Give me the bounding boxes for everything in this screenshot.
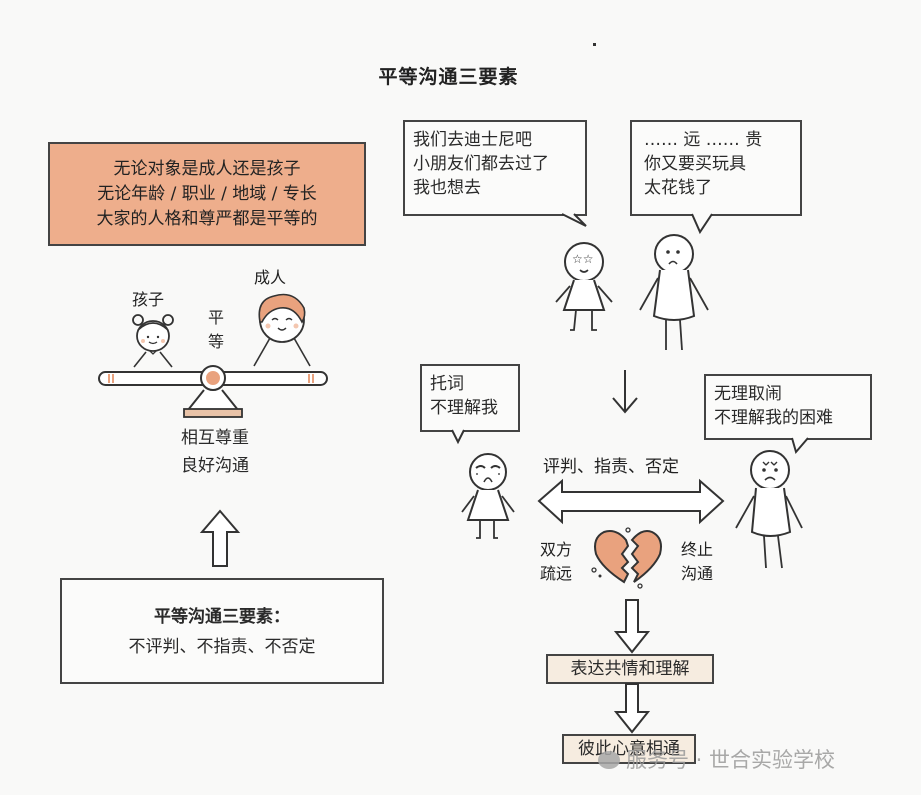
wechat-icon [598,751,620,769]
outcome-line: 沟通 [681,564,714,583]
bubble-line: 我们去迪士尼吧 [413,130,532,150]
adult-label: 成人 [254,268,287,287]
result-line: 良好沟通 [181,456,249,476]
bubble-tail-icon [451,429,465,445]
bubble-line: …… 远 …… 贵 [644,130,763,150]
principle-line: 无论对象是成人还是孩子 [113,159,301,179]
frustrated-adult-figure-icon [735,450,803,569]
outcome-line: 双方 [540,540,573,559]
bubble-tail-icon [561,213,587,227]
left-outcome: 双方 疏远 [540,538,572,586]
child-figure-icon [132,314,174,368]
page-title: 平等沟通三要素 [0,62,921,89]
bubble-line: 太花钱了 [644,178,712,198]
three-elements-box: 平等沟通三要素： 不评判、不指责、不否定 [60,578,384,684]
watermark: 服务号 · 世合实验学校 [598,744,835,774]
empathy-step-box: 表达共情和理解 [546,654,714,684]
child-label: 孩子 [132,290,165,309]
double-arrow-icon [537,478,725,525]
svg-text:☆☆: ☆☆ [572,252,594,266]
down-arrow-icon [612,370,638,414]
down-hollow-arrow-icon [613,599,651,654]
child-speech-bubble: 我们去迪士尼吧 小朋友们都去过了 我也想去 [403,120,587,216]
bubble-tail-icon [791,437,809,455]
conflict-label: 评判、指责、否定 [543,457,679,477]
result-line: 相互尊重 [181,428,249,448]
equal-vertical-label: 平 等 [206,306,226,354]
bubble-line: 托词 [430,374,464,394]
principle-line: 无论年龄 / 职业 / 地域 / 专长 [97,184,317,204]
down-hollow-arrow-icon [613,683,651,734]
equal-char: 平 [207,308,224,327]
child-reaction-bubble: 托词 不理解我 [420,364,520,432]
excited-child-figure-icon: ☆☆ [555,242,613,331]
bubble-line: 不理解我 [430,398,498,418]
up-arrow-icon [199,509,241,567]
three-elements-heading: 平等沟通三要素： [154,607,290,627]
seesaw-icon [98,365,328,418]
decorative-dot [593,43,596,46]
outcome-line: 疏远 [540,564,573,583]
bubble-line: 无理取闹 [714,384,782,404]
three-elements-body: 不评判、不指责、不否定 [128,637,316,657]
broken-heart-icon [591,527,662,589]
seesaw-result: 相互尊重 良好沟通 [140,424,290,480]
watermark-text: 服务号 · 世合实验学校 [626,748,836,772]
adult-speech-bubble: …… 远 …… 贵 你又要买玩具 太花钱了 [630,120,802,216]
right-outcome: 终止 沟通 [681,538,713,586]
principle-line: 大家的人格和尊严都是平等的 [96,209,318,229]
bubble-line: 不理解我的困难 [714,408,833,428]
bubble-line: 我也想去 [413,178,481,198]
adult-reaction-bubble: 无理取闹 不理解我的困难 [704,374,872,440]
equal-char: 等 [207,332,224,351]
worried-adult-figure-icon [639,234,709,351]
equality-principle-box: 无论对象是成人还是孩子 无论年龄 / 职业 / 地域 / 专长 大家的人格和尊严… [48,142,366,246]
adult-figure-icon [253,293,311,367]
outcome-line: 终止 [681,540,714,559]
bubble-line: 小朋友们都去过了 [413,154,549,174]
crying-child-figure-icon [461,453,515,539]
bubble-tail-icon [691,213,713,235]
page-title-text: 平等沟通三要素 [378,66,519,88]
bubble-line: 你又要买玩具 [644,154,746,174]
